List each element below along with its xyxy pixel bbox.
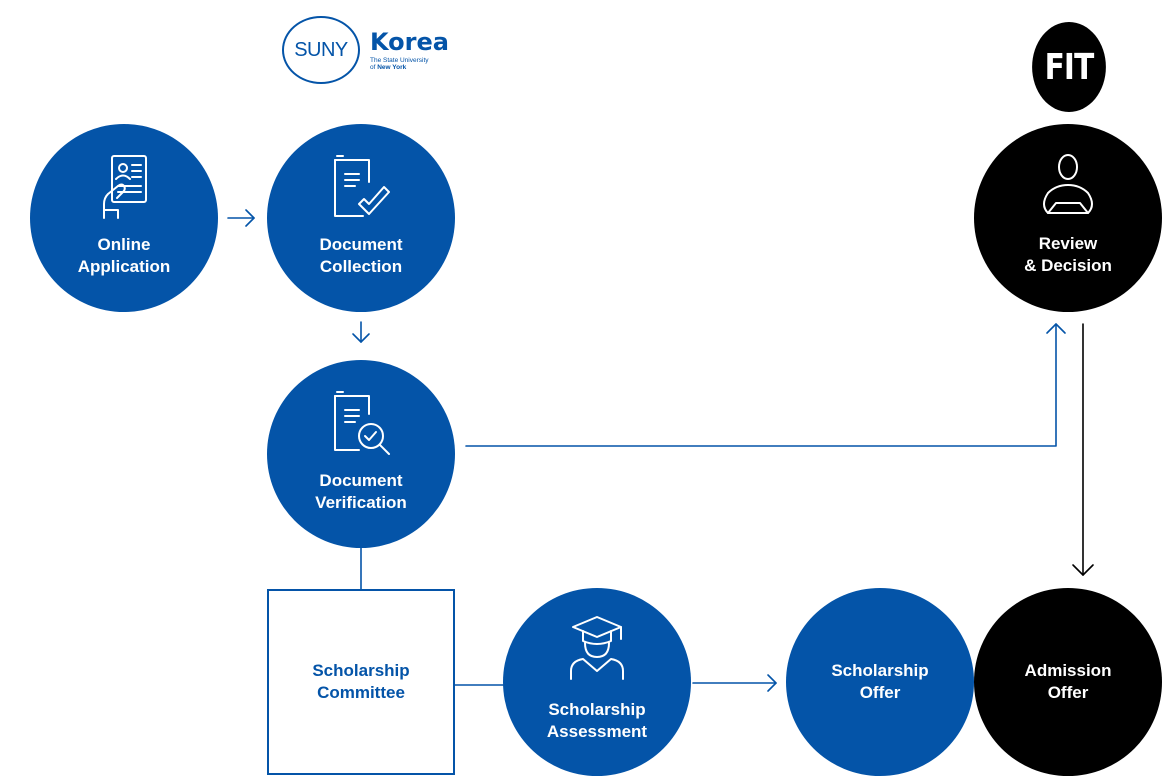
node-label: Scholarship Offer: [831, 661, 929, 702]
arrow-review-to-admission-offer: [1072, 323, 1094, 576]
node-label: Admission Offer: [1024, 661, 1112, 702]
fit-logo: FIT: [1032, 22, 1106, 112]
node-review-decision: Review & Decision: [974, 124, 1162, 312]
suny-korea-logo: SUNY Korea The State University of New Y…: [282, 16, 462, 88]
node-scholarship-offer: Scholarship Offer: [786, 588, 974, 776]
suny-mark-text: SUNY: [294, 38, 348, 61]
arrow-application-to-collection: [227, 209, 255, 227]
node-scholarship-assessment: Scholarship Assessment: [503, 588, 691, 776]
hand-holding-id-card-icon: [103, 155, 147, 219]
node-label: Review & Decision: [1024, 234, 1112, 275]
document-magnifier-icon: [334, 391, 390, 455]
arrow-verification-to-review: [465, 323, 1066, 447]
graduate-cap-person-icon: [570, 616, 624, 680]
node-label: Scholarship Assessment: [546, 700, 648, 741]
node-label: Document Collection: [319, 235, 403, 276]
suny-logo-mark: SUNY: [282, 16, 360, 84]
arrow-collection-to-verification: [352, 321, 370, 343]
node-online-application: Online Application: [30, 124, 218, 312]
node-document-verification: Document Verification: [267, 360, 455, 548]
node-label: Document Verification: [315, 471, 407, 512]
node-document-collection: Document Collection: [267, 124, 455, 312]
node-label: Scholarship Committee: [312, 661, 410, 702]
arrow-assessment-to-scholarship-offer: [692, 674, 777, 692]
suny-logo-name: Korea: [370, 28, 449, 56]
person-reading-icon: [1043, 154, 1093, 214]
node-admission-offer: Admission Offer: [974, 588, 1162, 776]
suny-logo-subtitle-1: The State University: [370, 57, 429, 64]
suny-subtitle-bold: New York: [377, 64, 407, 71]
suny-subtitle-prefix: of: [370, 64, 378, 71]
node-label: Online Application: [77, 235, 171, 276]
suny-logo-subtitle-2: of New York: [370, 64, 406, 71]
document-checkmark-icon: [334, 155, 390, 217]
node-scholarship-committee: Scholarship Committee: [267, 589, 455, 775]
